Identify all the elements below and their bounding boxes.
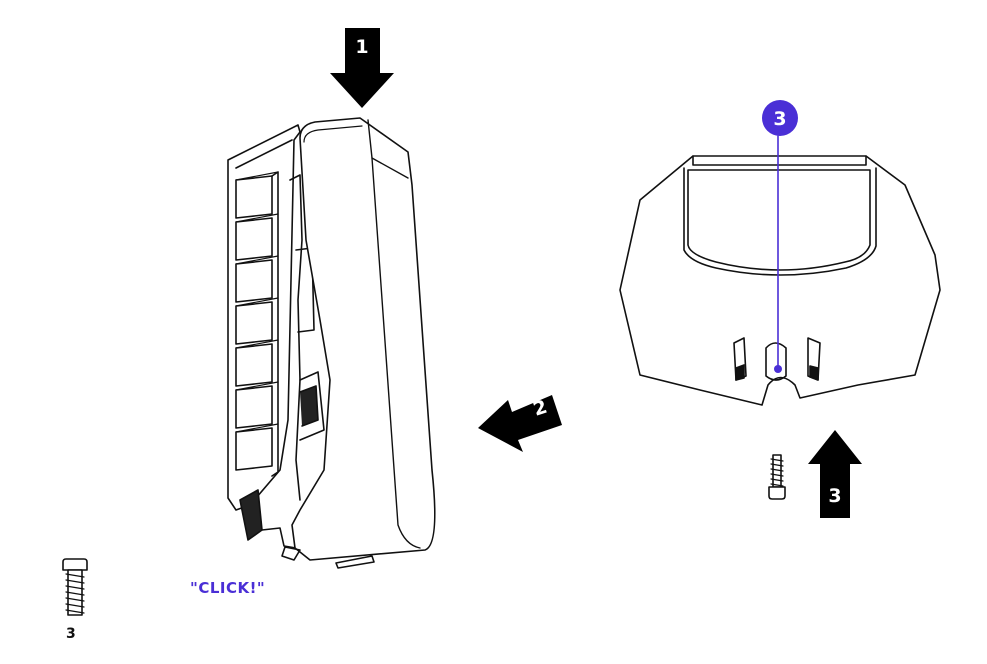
screw-icon bbox=[768, 454, 786, 500]
arrow-icon bbox=[478, 395, 562, 452]
arrow-icon bbox=[330, 28, 394, 108]
click-label: "CLICK!" bbox=[190, 579, 266, 597]
cover-slot-center bbox=[765, 342, 787, 381]
arrow-icon bbox=[808, 430, 862, 518]
step-3-arrow: 3 bbox=[808, 430, 862, 518]
step-3-badge-label: 3 bbox=[773, 108, 786, 130]
charger-device bbox=[227, 117, 436, 569]
inner-mechanism bbox=[239, 174, 325, 549]
step-3-badge bbox=[762, 100, 798, 136]
cable-slot bbox=[335, 555, 375, 569]
step-3-label: 3 bbox=[828, 485, 841, 507]
screw-legend-icon bbox=[62, 558, 88, 616]
step-1-label: 1 bbox=[355, 36, 368, 58]
cover-front-view: 3 bbox=[619, 100, 941, 406]
screw-quantity: 3 bbox=[66, 626, 76, 642]
mounting-ribs bbox=[235, 171, 279, 477]
screw-hole-marker bbox=[774, 365, 782, 373]
step-2-arrow: 2 bbox=[478, 395, 562, 452]
step-2-label: 2 bbox=[530, 396, 549, 421]
step-1-arrow: 1 bbox=[330, 28, 394, 108]
